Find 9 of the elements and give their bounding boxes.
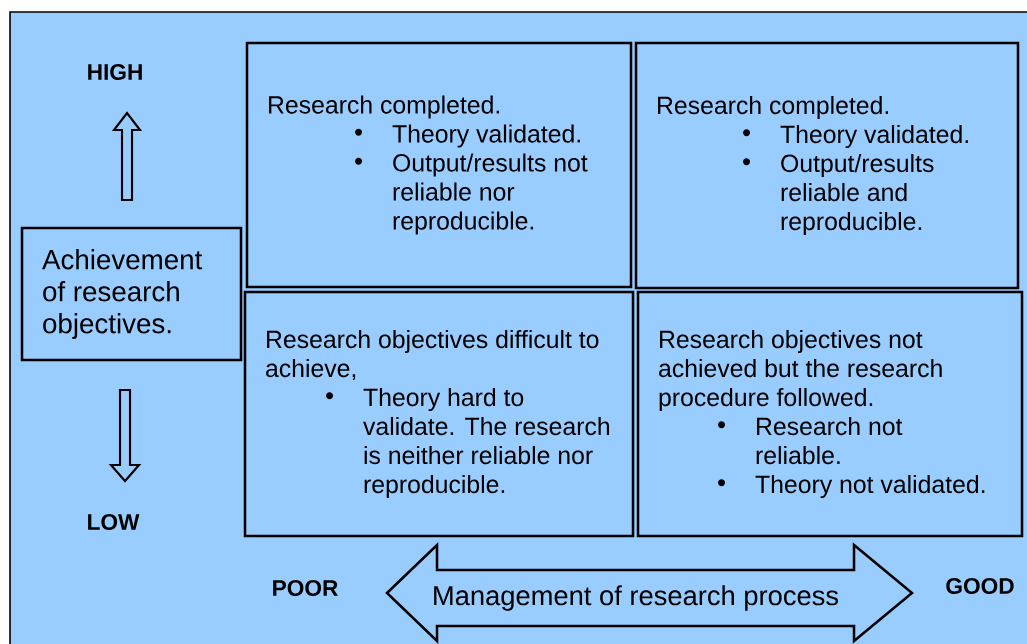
- quadrant-box: Research objectives not achieved but the research procedure followed. Research not reliable. Theory not validated.: [636, 290, 1024, 538]
- axis-label: POOR: [273, 580, 338, 597]
- quadrant-box: Research completed. Theory validated. Output/results not reliable nor reproducible.: [245, 41, 633, 289]
- quadrant-box: Research completed. Theory validated. Output/results reliable and reproducible.: [634, 41, 1020, 290]
- quadrant-box: Research objectives difficult to achieve, Theory hard to validate. The research is neither reliable nor reproducible.: [243, 290, 635, 538]
- axis-label: GOOD: [946, 578, 1014, 595]
- axis-label: LOW: [88, 514, 140, 531]
- label-box: Achievement of research objectives.: [20, 226, 243, 362]
- axis-label: HIGH: [88, 64, 142, 81]
